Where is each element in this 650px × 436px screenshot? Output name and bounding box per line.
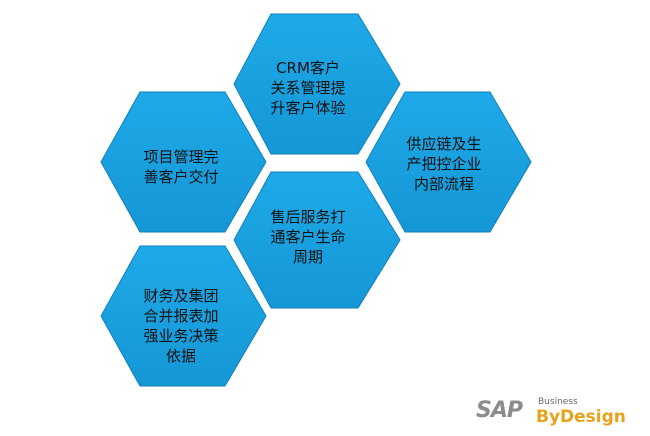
sap-bydesign-logo: SAP Business ByDesign <box>476 397 636 429</box>
hexagon-finance <box>100 245 267 387</box>
logo-business-text: Business <box>538 397 578 407</box>
hexagon-service <box>233 171 401 309</box>
logo-bydesign-text: ByDesign <box>536 407 626 427</box>
hexagon-project <box>100 91 267 233</box>
hexagon-crm <box>233 13 401 155</box>
hexagon-supply <box>365 91 532 233</box>
sap-logo-mark: SAP <box>476 398 523 423</box>
